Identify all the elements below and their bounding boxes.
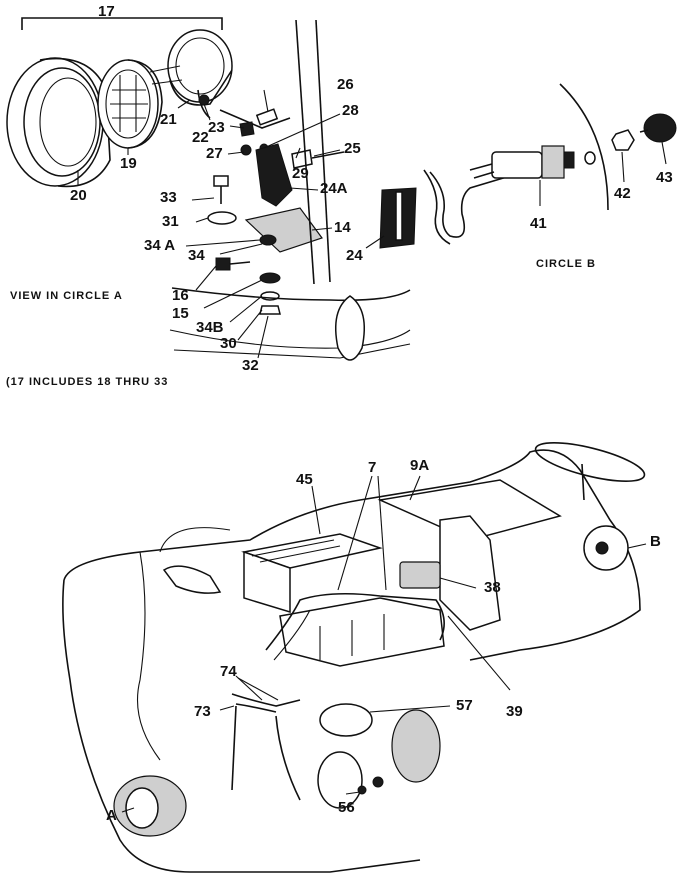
label-21: 21 [160, 111, 177, 128]
label-56: 56 [338, 799, 355, 816]
label-43: 43 [656, 169, 673, 186]
label-30: 30 [220, 335, 237, 352]
label-57: 57 [456, 697, 473, 714]
label-28: 28 [342, 102, 359, 119]
label-16: 16 [172, 287, 189, 304]
label-17: 17 [98, 3, 115, 20]
caption-note: (17 INCLUDES 18 THRU 33 [6, 376, 169, 388]
label-b: B [650, 533, 661, 550]
tractor-hood [62, 442, 647, 873]
label-73: 73 [194, 703, 211, 720]
label-29: 29 [292, 165, 309, 182]
switch-assembly [365, 83, 677, 249]
label-42: 42 [614, 185, 631, 202]
label-74: 74 [220, 663, 237, 680]
caption-circle-b: CIRCLE B [536, 258, 596, 270]
label-27: 27 [206, 145, 223, 162]
label-19: 19 [120, 155, 137, 172]
label-33: 33 [160, 189, 177, 206]
label-26: 26 [337, 76, 354, 93]
label-14: 14 [334, 219, 351, 236]
label-24: 24 [346, 247, 363, 264]
label-25: 25 [344, 140, 361, 157]
label-45: 45 [296, 471, 313, 488]
label-34b: 34B [196, 319, 224, 336]
label-9a: 9A [410, 457, 430, 474]
label-34: 34 [188, 247, 205, 264]
label-a: A [106, 807, 117, 824]
label-31: 31 [162, 213, 179, 230]
label-32: 32 [242, 357, 259, 374]
label-22: 22 [192, 129, 209, 146]
label-38: 38 [484, 579, 501, 596]
label-23: 23 [208, 119, 225, 136]
caption-circle-a: VIEW IN CIRCLE A [10, 290, 123, 302]
label-15: 15 [172, 305, 189, 322]
label-34a: 34 A [144, 237, 176, 254]
headlight-assembly [6, 17, 411, 361]
label-7: 7 [368, 459, 377, 476]
label-24a: 24A [320, 180, 348, 197]
label-39: 39 [506, 703, 523, 720]
label-41: 41 [530, 215, 547, 232]
label-20: 20 [70, 187, 87, 204]
